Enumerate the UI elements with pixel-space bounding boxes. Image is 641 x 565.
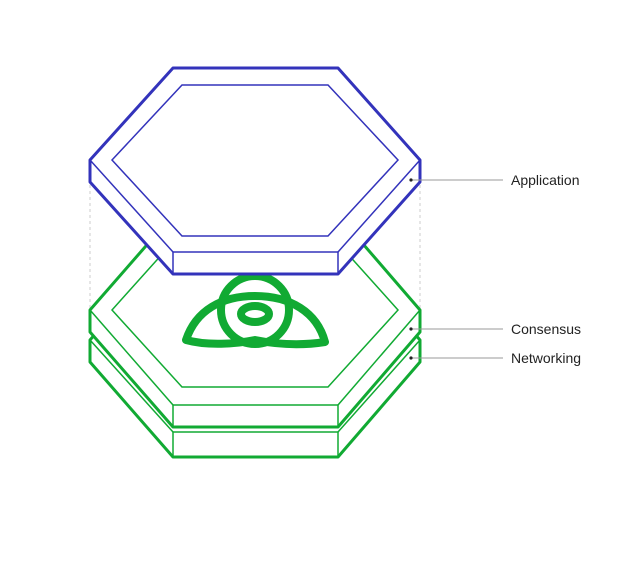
consensus-edge-right: [337, 309, 421, 406]
leader-dots: [409, 178, 413, 360]
networking-leader-dot: [409, 356, 413, 360]
leader-lines: [411, 179, 503, 359]
application-inner-hexagon: [110, 84, 400, 237]
networking-edge-right: [337, 339, 421, 433]
application-label: Application: [511, 172, 580, 188]
application-layer: [88, 66, 422, 276]
tendermint-logo-icon: [182, 272, 329, 349]
application-leader-dot: [409, 178, 413, 182]
application-edge-right: [337, 159, 421, 253]
networking-label: Networking: [511, 350, 582, 366]
consensus-leader-dot: [409, 327, 413, 331]
consensus-edge-left: [89, 309, 174, 406]
application-slab: [88, 66, 422, 276]
networking-edge-left: [89, 339, 174, 433]
application-edge-left: [89, 159, 174, 253]
consensus-label: Consensus: [511, 321, 582, 337]
